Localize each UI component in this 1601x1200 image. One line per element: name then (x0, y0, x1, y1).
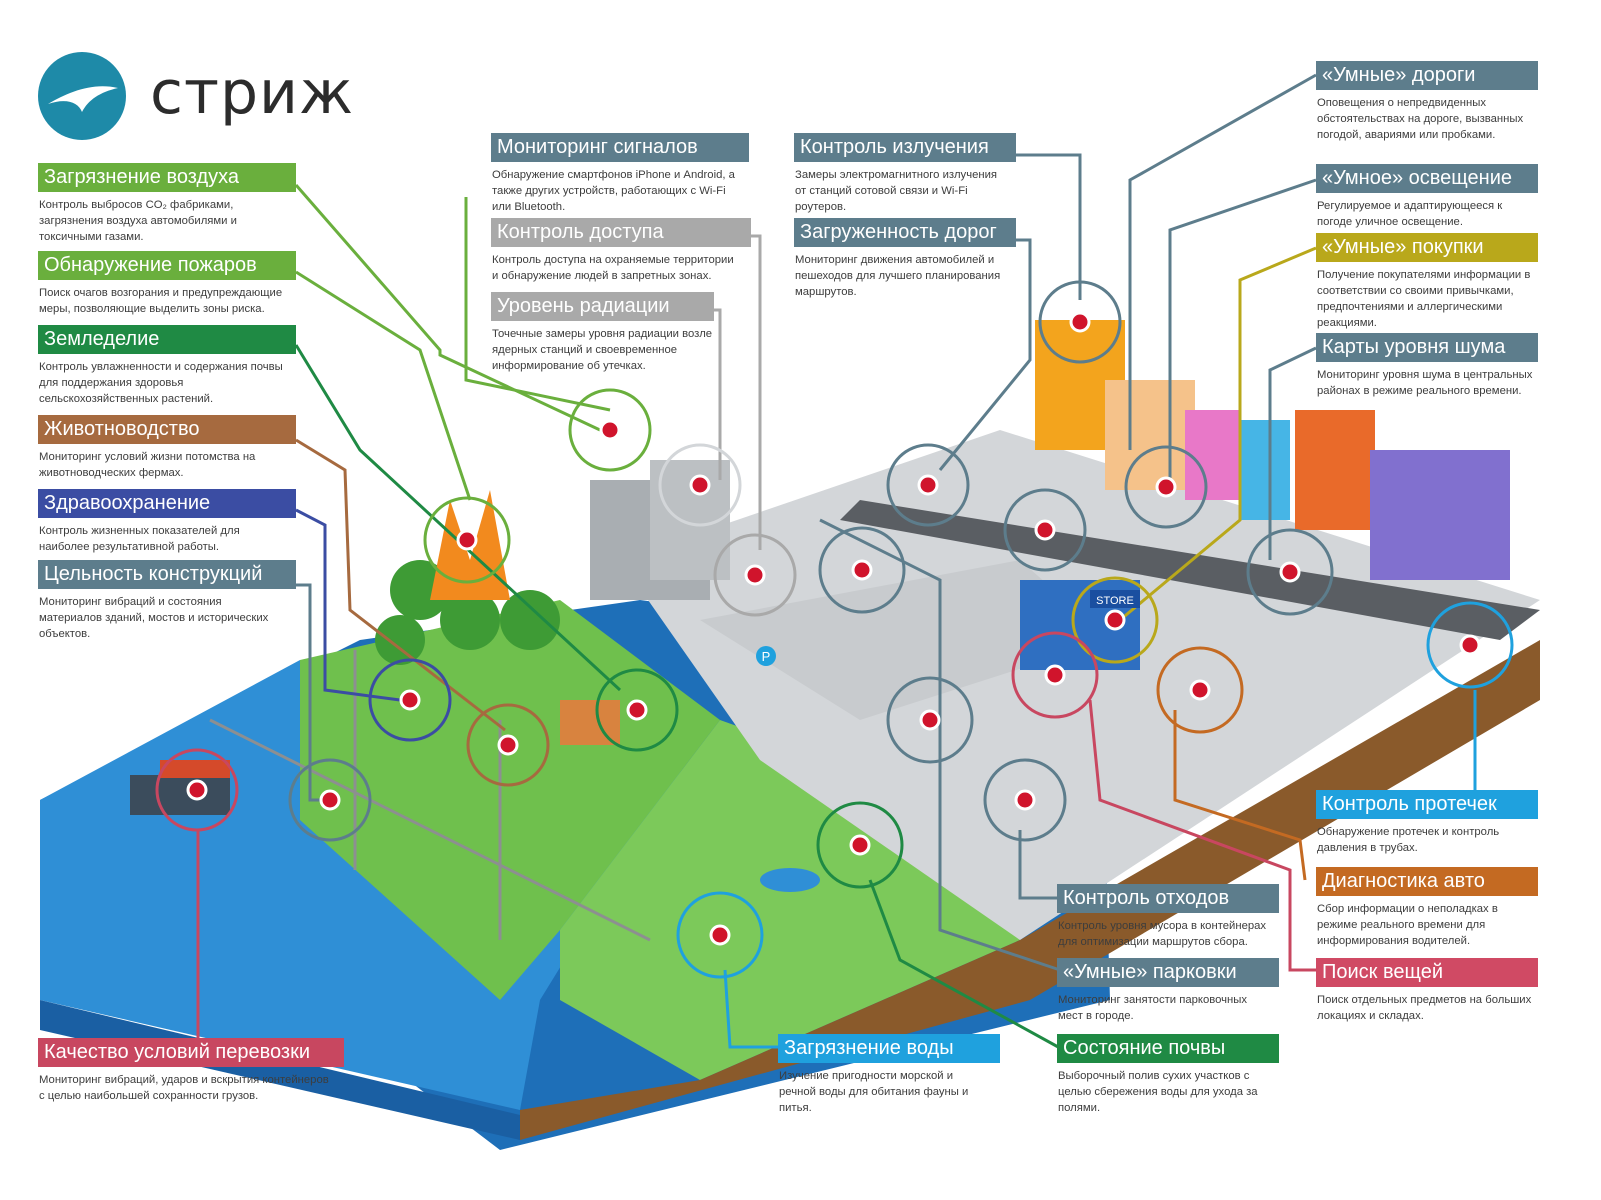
parking-sign-icon (756, 646, 776, 666)
label-title: Обнаружение пожаров (38, 251, 296, 280)
label-signal-monitoring: Мониторинг сигналов Обнаружение смартфон… (491, 133, 749, 215)
store-sign-plate (1090, 590, 1140, 608)
label-desc: Контроль доступа на охраняемые территори… (492, 254, 734, 282)
label-title: Поиск вещей (1316, 958, 1538, 987)
label-title: Контроль отходов (1057, 884, 1279, 913)
label-title: Загруженность дорог (794, 218, 1016, 247)
label-title: «Умное» освещение (1316, 164, 1538, 193)
label-leak-control: Контроль протечек Обнаружение протечек и… (1316, 790, 1538, 856)
label-title: Здравоохранение (38, 489, 296, 518)
label-title: Качество условий перевозки (38, 1038, 344, 1067)
label-title: Контроль протечек (1316, 790, 1538, 819)
label-title: Загрязнение воздуха (38, 163, 296, 192)
forest-and-fire (375, 490, 560, 665)
label-structure-integrity: Цельность конструкций Мониторинг вибраци… (38, 560, 296, 642)
label-car-diagnostics: Диагностика авто Сбор информации о непол… (1316, 867, 1538, 949)
label-desc: Контроль выбросов CO₂ фабриками,загрязне… (39, 199, 237, 243)
label-title: Состояние почвы (1057, 1034, 1279, 1063)
label-title: Уровень радиации (491, 292, 714, 321)
label-smart-roads: «Умные» дороги Оповещения о непредвиденн… (1316, 61, 1538, 143)
connector-lines (196, 73, 1477, 1050)
swift-logo-icon (38, 52, 126, 140)
label-title: Диагностика авто (1316, 867, 1538, 896)
label-desc: Поиск очагов возгорания и предупреждающи… (39, 287, 283, 315)
label-title: Земледелие (38, 325, 296, 354)
bridge (209, 650, 651, 942)
label-title: Загрязнение воды (778, 1034, 1000, 1063)
label-air-pollution: Загрязнение воздуха Контроль выбросов CO… (38, 163, 296, 245)
label-title: «Умные» дороги (1316, 61, 1538, 90)
label-waste-control: Контроль отходов Контроль уровня мусора … (1057, 884, 1279, 950)
brand-name: стриж (150, 58, 355, 128)
label-transport-quality: Качество условий перевозки Мониторинг ви… (38, 1038, 344, 1104)
label-soil-condition: Состояние почвы Выборочный полив сухих у… (1057, 1034, 1279, 1116)
label-livestock: Животноводство Мониторинг условий жизни … (38, 415, 296, 481)
label-water-pollution: Загрязнение воды Изучение пригодности мо… (778, 1034, 1000, 1116)
parking-sign: P (762, 649, 771, 664)
label-title: «Умные» парковки (1057, 958, 1279, 987)
label-fire-detection: Обнаружение пожаров Поиск очагов возгора… (38, 251, 296, 317)
label-access-control: Контроль доступа Контроль доступа на охр… (491, 218, 751, 284)
label-desc: Контроль увлажненности и содержания почв… (39, 361, 283, 405)
pond (760, 868, 820, 892)
label-smart-shopping: «Умные» покупки Получение покупателями и… (1316, 233, 1538, 331)
label-desc: Мониторинг вибраций, ударов и вскрытия к… (39, 1074, 329, 1102)
label-smart-lighting: «Умное» освещение Регулируемое и адаптир… (1316, 164, 1538, 230)
label-smart-parking: «Умные» парковки Мониторинг занятости па… (1057, 958, 1279, 1024)
label-healthcare: Здравоохранение Контроль жизненных показ… (38, 489, 296, 555)
label-road-traffic: Загруженность дорог Мониторинг движения … (794, 218, 1016, 300)
label-emission-control: Контроль излучения Замеры электромагнитн… (794, 133, 1016, 215)
label-title: Мониторинг сигналов (491, 133, 749, 162)
label-title: Карты уровня шума (1316, 333, 1538, 362)
label-desc: Обнаружение смартфонов iPhone и Android,… (492, 169, 735, 213)
label-title: Цельность конструкций (38, 560, 296, 589)
label-item-search: Поиск вещей Поиск отдельных предметов на… (1316, 958, 1538, 1024)
label-radiation-level: Уровень радиации Точечные замеры уровня … (491, 292, 714, 374)
store-sign: STORE (1096, 595, 1134, 607)
label-agriculture: Земледелие Контроль увлажненности и соде… (38, 325, 296, 407)
label-title: Животноводство (38, 415, 296, 444)
label-noise-maps: Карты уровня шума Мониторинг уровня шума… (1316, 333, 1538, 399)
sensor-markers (155, 280, 1514, 979)
sensor-dots (186, 311, 1481, 946)
label-title: «Умные» покупки (1316, 233, 1538, 262)
label-title: Контроль доступа (491, 218, 751, 247)
label-title: Контроль излучения (794, 133, 1016, 162)
cargo-ship (130, 760, 230, 815)
